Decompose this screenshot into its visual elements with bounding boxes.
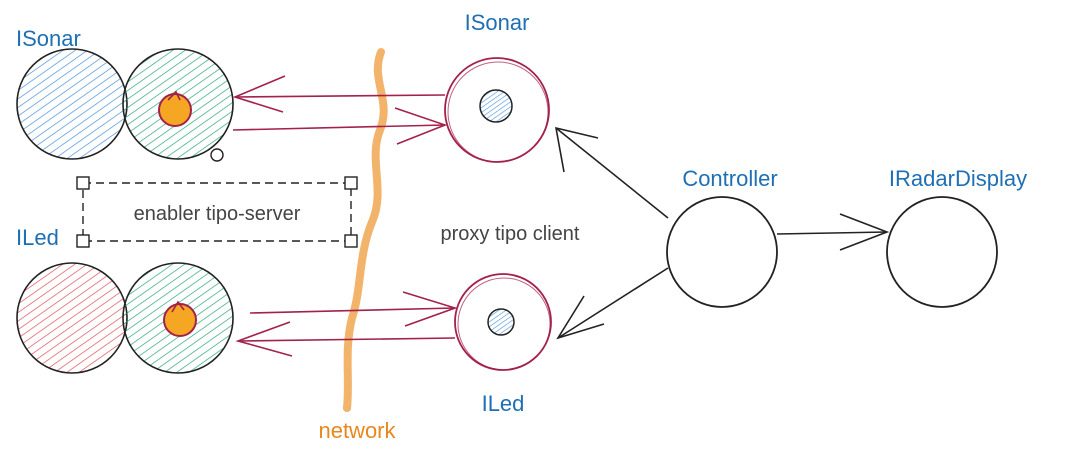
arrow-proxy-to-iled	[237, 337, 456, 342]
controller-circle	[666, 196, 778, 308]
iled-proxy-circle-sketch	[457, 277, 551, 371]
isonar-proxy-label: ISonar	[465, 10, 530, 35]
iled-link-arrows	[235, 291, 458, 357]
arrow-controller-to-radar	[776, 231, 888, 235]
network-label: network	[318, 418, 396, 443]
iled-core-mark	[171, 300, 185, 313]
isonar-device	[16, 48, 234, 162]
radar-display-circle	[886, 196, 998, 308]
arrow-iled-to-proxy	[249, 307, 456, 314]
arrow-controller-to-iled	[557, 267, 669, 339]
network-line: network	[318, 48, 397, 443]
radar-display-label: IRadarDisplay	[889, 166, 1027, 191]
iled-core-dot	[163, 303, 197, 337]
enabler-handle	[344, 234, 358, 248]
isonar-hardware-circle	[16, 48, 128, 160]
isonar-proxy	[444, 57, 550, 163]
network-wave	[343, 48, 388, 412]
iled-proxy-label: ILed	[482, 391, 525, 416]
iled-device-label: ILed	[16, 225, 59, 250]
isonar-proxy-core	[479, 89, 513, 123]
network-end-dot	[343, 404, 351, 412]
iled-proxy-core	[487, 308, 515, 336]
proxy-label: proxy tipo client	[441, 223, 580, 245]
enabler-selection-rect	[82, 182, 352, 242]
controller-label: Controller	[682, 166, 777, 191]
arrow-proxy-to-isonar	[234, 94, 446, 98]
arrow-head	[402, 291, 458, 327]
arrow-head	[232, 75, 286, 113]
enabler-handle	[344, 176, 358, 190]
isonar-core-dot	[158, 93, 192, 127]
enabler-handle	[76, 234, 90, 248]
enabler-label: enabler tipo-server	[134, 203, 301, 225]
iled-hardware-circle	[16, 262, 128, 374]
arrow-head	[235, 321, 293, 357]
controller-arrows	[554, 126, 890, 340]
arrow-head	[394, 107, 448, 145]
isonar-device-label: ISonar	[16, 26, 81, 51]
enabler-box: enabler tipo-server	[76, 176, 358, 248]
isonar-proxy-circle-sketch	[447, 61, 549, 163]
arrow-isonar-to-proxy	[232, 124, 446, 131]
iled-device	[16, 262, 234, 374]
arrow-controller-to-isonar	[555, 127, 669, 219]
isonar-link-arrows	[232, 75, 448, 145]
isonar-port-dot	[210, 148, 224, 162]
arrow-head	[556, 295, 605, 340]
arrow-head	[839, 213, 890, 251]
isonar-core-mark	[167, 90, 181, 101]
iled-proxy	[454, 273, 552, 371]
arrow-head	[554, 126, 599, 173]
enabler-handle	[76, 176, 90, 190]
